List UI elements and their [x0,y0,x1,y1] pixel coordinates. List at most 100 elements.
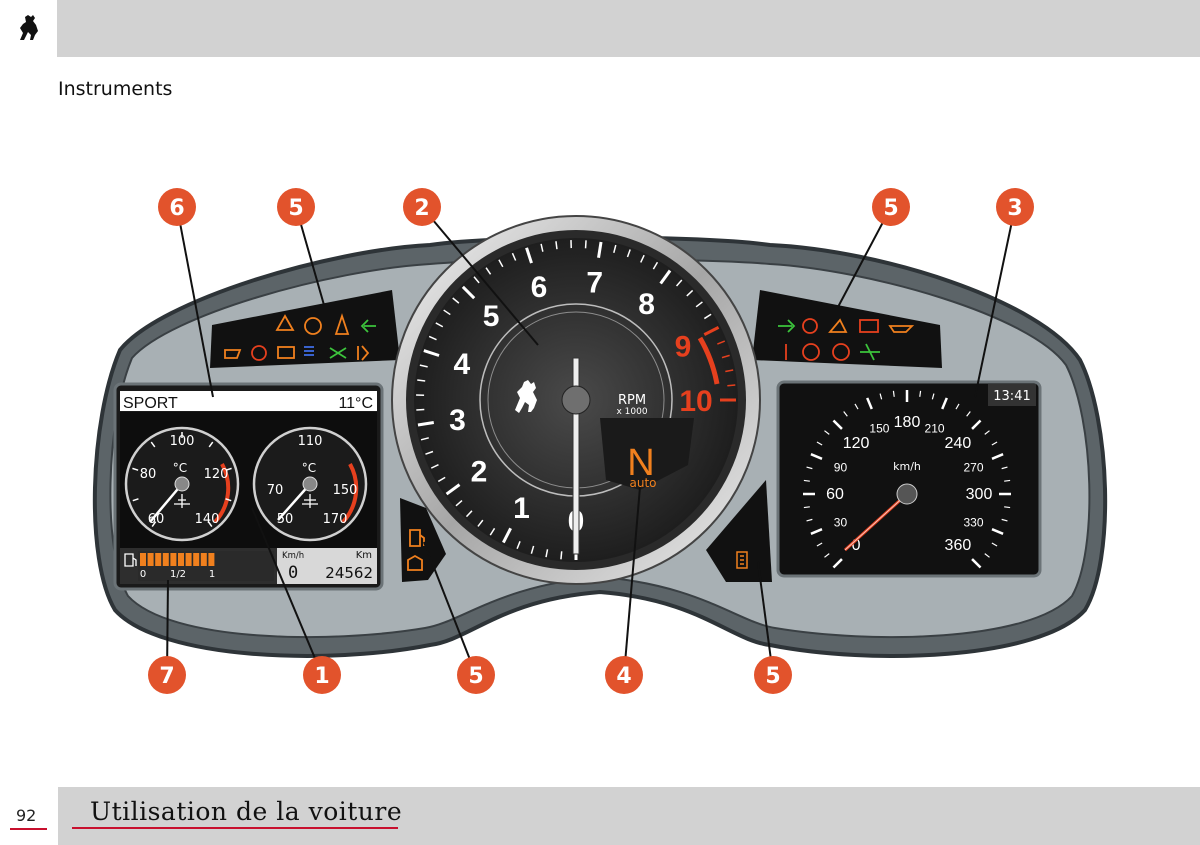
chapter-title-underline [72,827,398,829]
page-number-box [0,787,58,845]
fuel-segment [200,553,207,566]
speedo-tick [971,558,982,569]
tach-tick [425,450,434,455]
tach-tick [477,519,484,527]
speedo-tick [1001,518,1008,522]
svg-text:5: 5 [883,196,898,221]
speedo-tick [1004,506,1011,509]
speedometer-ticks [803,390,1011,569]
oil-tick [208,441,214,448]
speedo-tick [1001,466,1008,470]
oil-unit: °C [173,461,187,475]
left-display-header [120,391,377,411]
water-label-110: 110 [298,434,323,449]
svg-text:3: 3 [1007,196,1022,221]
drive-mode-text: SPORT [123,395,178,412]
fuel-scale-half: 1/2 [170,569,186,580]
svg-text:4: 4 [616,664,631,689]
fuel-segment [178,553,184,566]
tach-tick [437,476,446,483]
speedo-label: 360 [945,537,972,554]
fuel-segment [140,553,146,566]
speedometer-frame [776,380,1042,578]
speedo-tick [866,397,873,410]
callout-5-bottom-left: 5 [457,656,495,694]
fuel-warning-pod [400,498,446,582]
speedo-label: 0 [852,537,861,554]
tach-number: 9 [675,331,692,364]
right-warning-lights [778,318,915,361]
water-unit: °C [302,461,316,475]
tach-tick [423,349,440,357]
tach-tick [465,510,473,518]
speedo-tick [816,441,823,446]
fuel-segment [155,553,162,566]
tach-number: 5 [483,300,500,333]
speedo-tick [803,479,810,482]
tach-tick [540,243,544,252]
oil-tick [132,498,139,502]
speedo-tick [832,558,843,569]
callout-5-bottom-right: 5 [754,656,792,694]
warning-pod-right [752,290,942,368]
speedo-tick [879,393,883,400]
tach-tick [525,247,533,264]
speedo-tick [816,542,823,547]
tach-tick [659,269,672,285]
tach-tick [703,313,712,320]
speedo-tick [824,553,830,558]
speedo-tick [843,411,848,417]
speedo-tick [984,553,990,558]
tach-tick [419,364,428,368]
callout-1: 1 [303,656,341,694]
oil-gauge-needle [149,483,183,523]
prancing-horse-icon [20,15,38,40]
tach-tick [516,541,521,550]
speedo-label: 60 [826,486,844,503]
tach-tick [498,259,504,268]
tach-tick [473,276,480,284]
page-number: 92 [16,806,37,825]
footer-bar [0,787,1200,845]
tach-tick [430,464,439,469]
tach-tick [652,261,659,270]
speedo-tick [984,430,990,435]
oil-tick [150,441,156,448]
speedo-tick [919,390,922,397]
tach-number: 6 [531,271,548,304]
ferrari-logo [0,0,57,57]
speed-unit: km/h [893,460,921,473]
speedo-tick [991,528,1004,535]
tach-tick [725,369,734,373]
callout-5-top-left: 5 [277,188,315,226]
tach-tick [560,551,563,560]
speedo-tick [803,506,810,509]
speedo-tick [806,518,813,522]
speedo-tick [931,393,935,400]
tach-number: 2 [471,456,488,489]
svg-text:1: 1 [314,664,329,689]
speedometer-hub [896,483,918,505]
fuel-segment [208,553,215,566]
tach-number: 7 [586,266,603,299]
tach-tick [428,335,437,341]
svg-text:5: 5 [468,664,483,689]
oil-label-120: 120 [204,467,229,482]
speedo-label: 210 [925,421,945,435]
water-label-70: 70 [267,483,284,498]
speedo-tick [824,430,830,435]
tach-tick [545,549,549,558]
speedo-tick [991,453,1004,460]
tach-tick [435,322,444,328]
odometer-area [277,548,377,584]
coolant-icon [302,494,318,508]
oil-temp-icon [174,494,190,508]
speedo-tick [810,528,823,535]
water-gauge-needle [277,483,311,521]
oil-tick [132,467,139,471]
outside-temperature-text: 11°C [338,395,373,412]
oil-label-80: 80 [140,467,157,482]
oil-tick [225,498,232,502]
oil-temp-gauge: 60 80 100 120 140 °C [124,426,240,542]
